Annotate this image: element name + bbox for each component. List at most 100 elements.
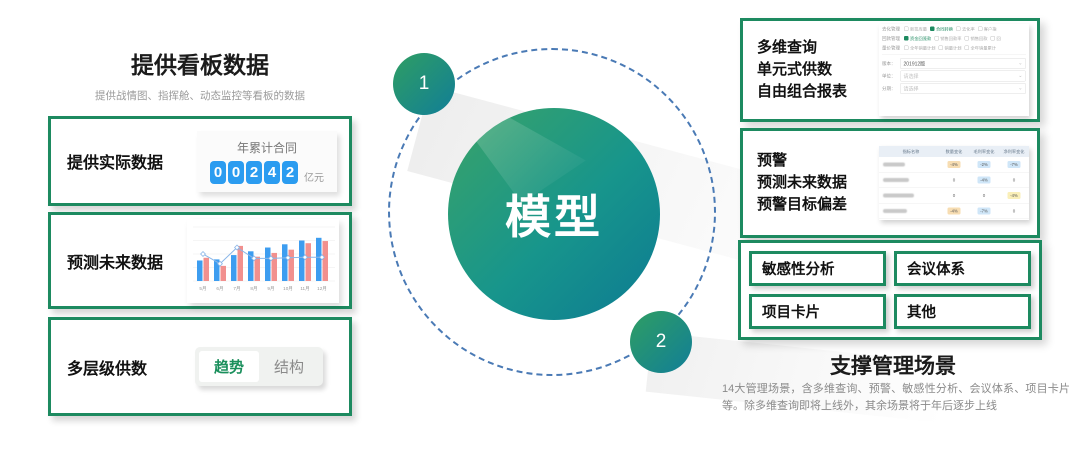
svg-text:11月: 11月 <box>300 286 309 292</box>
checkbox[interactable] <box>977 26 983 31</box>
warning-box-label: 预警目标偏差 <box>757 196 848 213</box>
select-dropdown[interactable]: 请选择⌄ <box>900 82 1026 94</box>
table-value-cell: 0 <box>969 193 999 198</box>
left-section-title: 提供看板数据 <box>131 52 269 78</box>
chevron-down-icon: ⌄ <box>1018 72 1023 79</box>
checkbox[interactable] <box>964 36 970 41</box>
value-plain: 0 <box>982 193 986 198</box>
scene-grid-box: 敏感性分析会议体系项目卡片其他 <box>738 240 1042 340</box>
table-name-cell <box>879 193 939 198</box>
table-row: -4% -7% 0 <box>879 204 1029 219</box>
warning-box-label: 预测未来数据 <box>757 174 848 191</box>
scene-box: 会议体系 <box>894 251 1031 286</box>
checkbox[interactable] <box>964 45 970 50</box>
checkbox[interactable] <box>990 36 996 41</box>
form-checkbox-option[interactable]: 资金回笼款 <box>904 35 931 41</box>
table-value-cell: -4% <box>939 161 969 168</box>
svg-text:8月: 8月 <box>250 286 257 292</box>
form-checkbox-option[interactable]: 销量计划 <box>938 45 962 51</box>
right-section-description: 14大管理场景，含多维查询、预警、敏感性分析、会议体系、项目卡片等。除多维查询即… <box>722 383 1070 413</box>
form-checkbox-option[interactable]: 全年销量累计 <box>964 45 996 51</box>
checkbox[interactable] <box>938 45 944 50</box>
left-section-subtitle: 提供战情图、指挥舱、动态监控等看板的数据 <box>95 90 305 102</box>
form-checkbox-option[interactable]: 销售回款率 <box>934 35 962 41</box>
step-badge-1: 1 <box>393 53 455 115</box>
form-checkbox-option[interactable]: 客户指 <box>977 26 997 32</box>
form-checkbox-option[interactable]: 去化率 <box>956 26 975 32</box>
select-dropdown[interactable]: 请选择⌄ <box>900 70 1026 82</box>
toggle-option-active[interactable]: 趋势 <box>198 351 259 382</box>
right-section-title: 支撑管理场景 <box>830 355 956 378</box>
form-checkbox-option[interactable]: 销售回款 <box>964 35 988 41</box>
table-header-cell: 毛利率变化 <box>973 149 995 154</box>
masked-name <box>883 193 914 198</box>
value-badge: -4% <box>947 207 961 215</box>
table-value-cell: -4% <box>969 176 999 184</box>
checkbox-label: 去化率 <box>962 26 975 32</box>
step-badge-2: 2 <box>630 311 692 373</box>
table-value-cell: -7% <box>969 207 999 215</box>
form-checkbox-option[interactable]: 全年销量计划 <box>904 45 936 51</box>
checkbox-label: 全年销量计划 <box>910 45 936 51</box>
chevron-down-icon: ⌄ <box>1018 85 1023 91</box>
value-plain: 0 <box>952 193 956 198</box>
value-badge: -4% <box>947 161 961 168</box>
table-row: 0 0 -4% <box>879 188 1029 204</box>
multilevel-data-box: 多层级供数 趋势结构 <box>48 317 352 416</box>
table-row: 0-4%0 <box>879 173 1029 188</box>
multidim-query-labels: 多维查询单元式供数自由组合报表 <box>757 37 847 103</box>
value-badge: -7% <box>1007 161 1021 168</box>
counter-digit: 0 <box>210 160 226 184</box>
trend-structure-toggle[interactable]: 趋势结构 <box>194 347 323 386</box>
checkbox-checked[interactable] <box>904 36 909 41</box>
checkbox-label: 销售回款 <box>970 35 988 41</box>
forecast-data-label: 预测未来数据 <box>67 254 164 272</box>
table-value-cell: 0 <box>999 178 1029 183</box>
table-header-row: 指标名称数量变化毛利率变化净利率变化 <box>879 146 1029 157</box>
form-checkbox-option[interactable]: 合同转换 <box>930 26 953 32</box>
select-dropdown[interactable]: 201912版 ⌄ <box>900 57 1026 69</box>
select-label: 版本： <box>882 61 896 66</box>
checkbox[interactable] <box>934 36 939 41</box>
form-select-row: 版本： 201912版 ⌄ <box>879 57 1029 70</box>
table-name-cell <box>879 178 939 182</box>
dashed-orbit-circle <box>388 48 716 376</box>
value-badge: -4% <box>977 176 991 184</box>
table-value-cell: -4% <box>999 192 1029 199</box>
checkbox-label: 客户指 <box>983 26 997 32</box>
checkbox-label: 合同转换 <box>936 26 954 32</box>
checkbox[interactable] <box>904 26 909 31</box>
form-checkbox-option[interactable]: 新签库量 <box>904 26 927 32</box>
query-form-thumbnail: 去化管理新签库量合同转换去化率客户指回款管理资金回笼款销售回款率销售回款回量价管… <box>879 24 1029 116</box>
checkbox[interactable] <box>904 45 909 50</box>
value-badge: -4% <box>1007 192 1021 199</box>
value-plain: 0 <box>1012 208 1016 214</box>
counter-digit: 4 <box>264 160 280 184</box>
checkbox-checked[interactable] <box>930 26 935 31</box>
form-checkbox-option[interactable]: 回 <box>990 35 1001 41</box>
table-value-cell: 0 <box>999 209 1029 214</box>
counter-digit: 0 <box>228 160 244 184</box>
model-circle: 模型 <box>448 108 660 320</box>
svg-text:12月: 12月 <box>317 286 327 292</box>
checkbox[interactable] <box>956 26 961 31</box>
multilevel-data-label: 多层级供数 <box>67 360 148 378</box>
toggle-option-inactive[interactable]: 结构 <box>273 359 304 376</box>
select-value: 201912版 <box>903 61 926 68</box>
value-badge: -2% <box>977 161 991 168</box>
form-row-label: 量价管理 <box>882 45 901 51</box>
masked-name <box>883 162 905 167</box>
warning-box: 预警预测未来数据预警目标偏差 指标名称数量变化毛利率变化净利率变化 -4% -2% -… <box>740 128 1040 238</box>
scene-box-label: 敏感性分析 <box>762 262 835 278</box>
table-name-cell <box>879 162 939 167</box>
warning-box-label: 预警 <box>757 152 788 169</box>
actual-data-label: 提供实际数据 <box>67 155 164 172</box>
chevron-down-icon: ⌄ <box>1018 60 1023 66</box>
scene-box-label: 其他 <box>907 305 936 321</box>
